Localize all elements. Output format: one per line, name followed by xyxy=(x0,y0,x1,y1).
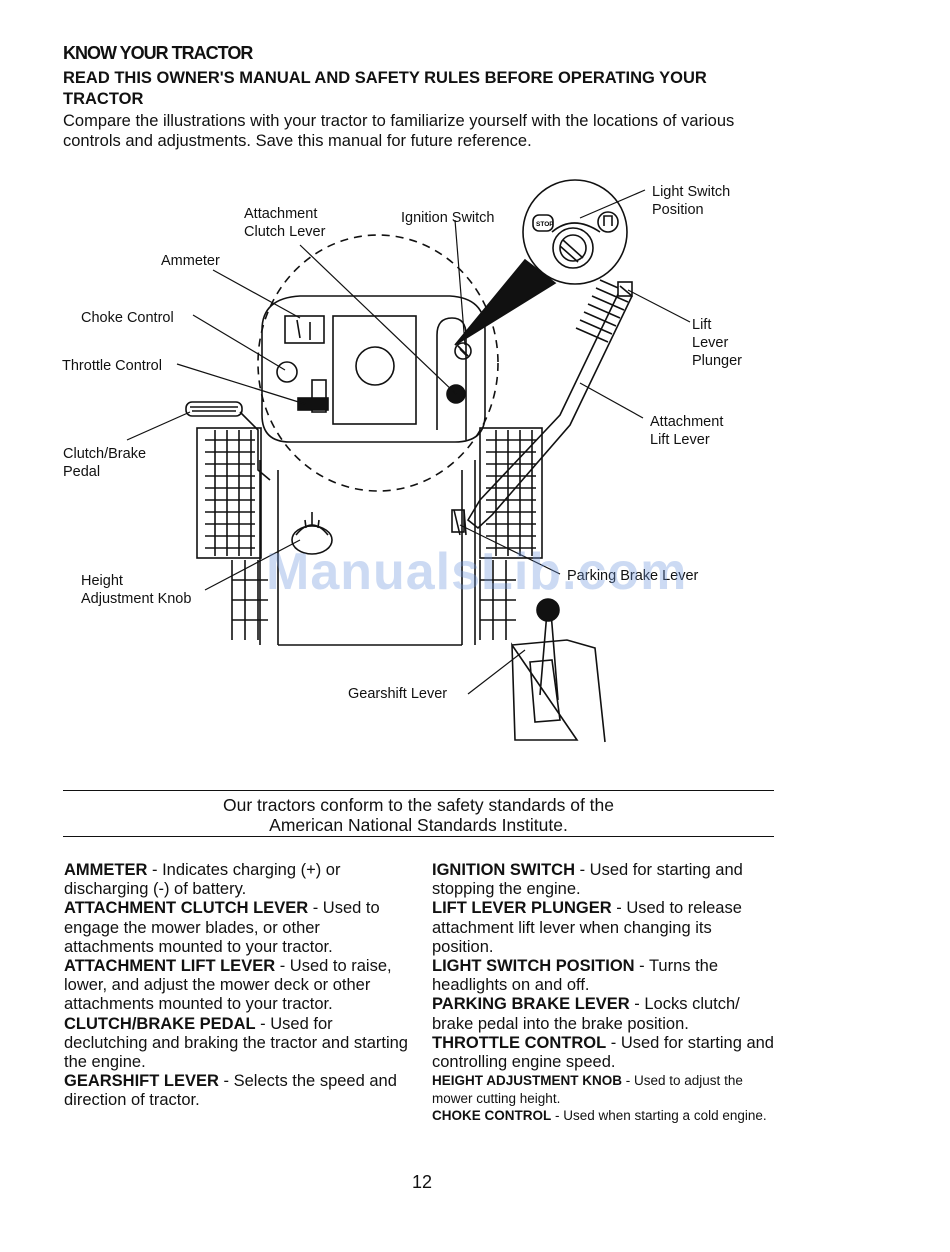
throttle-handle xyxy=(297,397,329,411)
dash-highlight-circle xyxy=(257,234,499,492)
label-light-switch-position: Light Switch Position xyxy=(652,184,731,218)
desc-light-switch-position: LIGHT SWITCH POSITION - Turns the headli… xyxy=(432,957,719,995)
desc-gearshift-lever: GEARSHIFT LEVER - Selects the speed and … xyxy=(64,1072,397,1110)
gearshift-lever xyxy=(539,611,559,701)
desc-clutch-brake-pedal: CLUTCH/BRAKE PEDAL - Used for declutchin… xyxy=(64,1014,408,1072)
label-attachment-clutch-lever: Attachment Clutch Lever xyxy=(244,206,326,240)
clutch-brake-pedal xyxy=(185,401,243,417)
label-clutch-brake-pedal: Clutch/Brake Pedal xyxy=(63,446,147,480)
page-title: KNOW YOUR TRACTOR xyxy=(63,43,253,63)
desc-choke-control: CHOKE CONTROL - Used when starting a col… xyxy=(432,1108,767,1124)
descriptions-right-column: IGNITION SWITCH - Used for starting and … xyxy=(432,861,777,1125)
label-ignition-switch: Ignition Switch xyxy=(401,210,495,226)
desc-throttle-control: THROTTLE CONTROL - Used for starting and… xyxy=(432,1033,774,1072)
label-ammeter: Ammeter xyxy=(161,253,220,269)
right-fender xyxy=(479,427,543,640)
label-parking-brake-lever: Parking Brake Lever xyxy=(567,568,699,584)
ignition-switch xyxy=(454,342,472,360)
standards-note: Our tractors conform to the safety stand… xyxy=(222,795,614,835)
divider-top xyxy=(63,790,774,791)
desc-parking-brake-lever: PARKING BRAKE LEVER - Locks clutch/ brak… xyxy=(432,995,740,1033)
stop-symbol xyxy=(532,214,554,232)
desc-lift-lever-plunger: LIFT LEVER PLUNGER - Used to release att… xyxy=(432,899,742,956)
label-throttle-control: Throttle Control xyxy=(62,358,162,374)
choke-knob xyxy=(276,361,298,383)
desc-ammeter: AMMETER - Indicates charging (+) or disc… xyxy=(64,861,341,899)
page-subtitle: READ THIS OWNER'S MANUAL AND SAFETY RULE… xyxy=(63,69,707,108)
left-fender xyxy=(196,427,268,640)
desc-attachment-clutch-lever: ATTACHMENT CLUTCH LEVER - Used to engage… xyxy=(64,899,380,956)
magnifier-cone xyxy=(454,258,557,346)
attachment-lift-lever xyxy=(466,289,633,530)
desc-attachment-lift-lever: ATTACHMENT LIFT LEVER - Used to raise, l… xyxy=(64,957,392,1014)
tractor-body xyxy=(259,460,476,646)
gearshift-housing xyxy=(511,639,606,743)
desc-ignition-switch: IGNITION SWITCH - Used for starting and … xyxy=(432,861,743,899)
dashboard-panel xyxy=(261,295,486,443)
desc-height-adjustment-knob: HEIGHT ADJUSTMENT KNOB - Used to adjust … xyxy=(432,1073,743,1106)
label-gearshift-lever: Gearshift Lever xyxy=(348,686,448,702)
ammeter-gauge xyxy=(355,346,395,386)
stop-symbol-text: STOP xyxy=(536,221,554,228)
page-number: 12 xyxy=(411,1172,433,1192)
intro-paragraph: Compare the illustrations with your trac… xyxy=(63,112,735,150)
label-attachment-lift-lever: Attachment Lift Lever xyxy=(650,414,724,448)
watermark: ManualsLib.com xyxy=(266,543,688,601)
ignition-magnifier xyxy=(522,179,628,285)
label-height-adjustment-knob: Height Adjustment Knob xyxy=(81,573,192,607)
label-lift-lever-plunger: Lift Lever Plunger xyxy=(692,317,742,369)
label-choke-control: Choke Control xyxy=(81,310,174,326)
descriptions-left-column: AMMETER - Indicates charging (+) or disc… xyxy=(64,861,409,1111)
divider-bottom xyxy=(63,836,774,837)
